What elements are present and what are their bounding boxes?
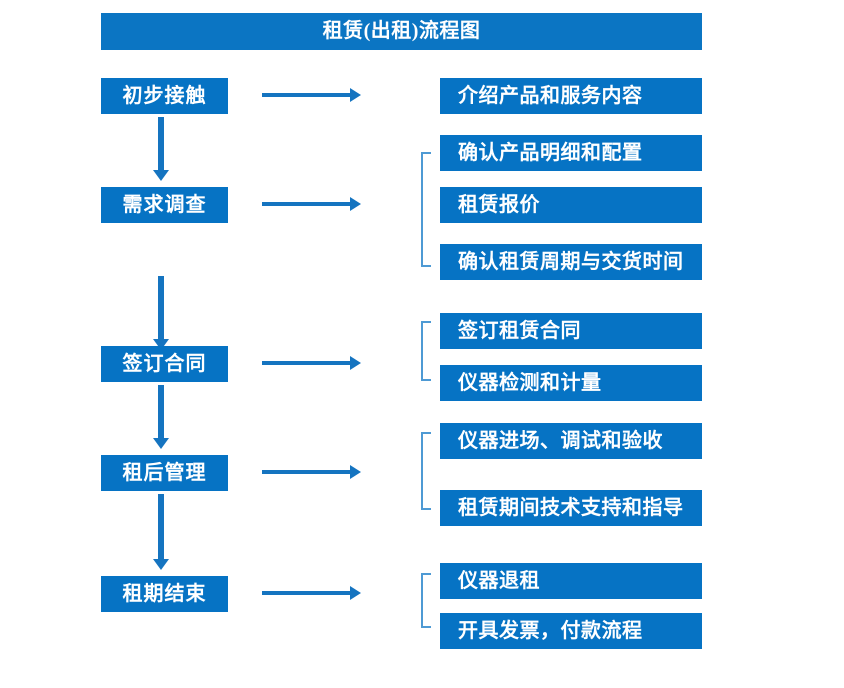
detail-box-3-1[interactable]: 签订租赁合同 bbox=[440, 313, 702, 349]
stage-box-3[interactable]: 签订合同 bbox=[101, 346, 228, 382]
stage-box-2[interactable]: 需求调查 bbox=[101, 187, 228, 223]
stage-box-1[interactable]: 初步接触 bbox=[101, 78, 228, 114]
detail-box-5-1[interactable]: 仪器退租 bbox=[440, 563, 702, 599]
stage-connector-arrow-4-5 bbox=[153, 494, 169, 570]
detail-box-4-1[interactable]: 仪器进场、调试和验收 bbox=[440, 423, 702, 459]
arrow-shaft bbox=[158, 494, 164, 559]
detail-box-1-1[interactable]: 介绍产品和服务内容 bbox=[440, 78, 702, 114]
arrow-shaft bbox=[262, 93, 351, 97]
group-bracket-2 bbox=[421, 152, 431, 267]
stage-to-detail-arrow-4 bbox=[262, 465, 361, 479]
arrow-head-down-icon bbox=[153, 170, 169, 181]
arrow-head-down-icon bbox=[153, 559, 169, 570]
stage-to-detail-arrow-5 bbox=[262, 586, 361, 600]
detail-box-2-3[interactable]: 确认租赁周期与交货时间 bbox=[440, 244, 702, 280]
arrow-head-right-icon bbox=[350, 465, 361, 479]
stage-to-detail-arrow-2 bbox=[262, 197, 361, 211]
arrow-shaft bbox=[158, 276, 164, 339]
stage-to-detail-arrow-1 bbox=[262, 88, 361, 102]
group-bracket-3 bbox=[421, 321, 431, 381]
stage-box-5[interactable]: 租期结束 bbox=[101, 576, 228, 612]
detail-box-2-1[interactable]: 确认产品明细和配置 bbox=[440, 135, 702, 171]
arrow-shaft bbox=[158, 385, 164, 438]
arrow-head-right-icon bbox=[350, 586, 361, 600]
arrow-shaft bbox=[262, 361, 351, 365]
arrow-head-right-icon bbox=[350, 197, 361, 211]
page-title: 租赁(出租)流程图 bbox=[101, 13, 702, 50]
arrow-head-down-icon bbox=[153, 438, 169, 449]
detail-box-4-2[interactable]: 租赁期间技术支持和指导 bbox=[440, 490, 702, 526]
detail-box-2-2[interactable]: 租赁报价 bbox=[440, 187, 702, 223]
group-bracket-4 bbox=[421, 432, 431, 510]
arrow-shaft bbox=[262, 591, 351, 595]
arrow-head-right-icon bbox=[350, 356, 361, 370]
group-bracket-5 bbox=[421, 573, 431, 628]
arrow-shaft bbox=[262, 202, 351, 206]
stage-connector-arrow-3-4 bbox=[153, 385, 169, 449]
arrow-shaft bbox=[262, 470, 351, 474]
detail-box-3-2[interactable]: 仪器检测和计量 bbox=[440, 365, 702, 401]
stage-connector-arrow-2-3 bbox=[153, 276, 169, 350]
detail-box-5-2[interactable]: 开具发票，付款流程 bbox=[440, 613, 702, 649]
stage-connector-arrow-1-2 bbox=[153, 117, 169, 181]
stage-box-4[interactable]: 租后管理 bbox=[101, 455, 228, 491]
arrow-shaft bbox=[158, 117, 164, 170]
arrow-head-right-icon bbox=[350, 88, 361, 102]
arrow-head-down-icon bbox=[153, 339, 169, 350]
stage-to-detail-arrow-3 bbox=[262, 356, 361, 370]
